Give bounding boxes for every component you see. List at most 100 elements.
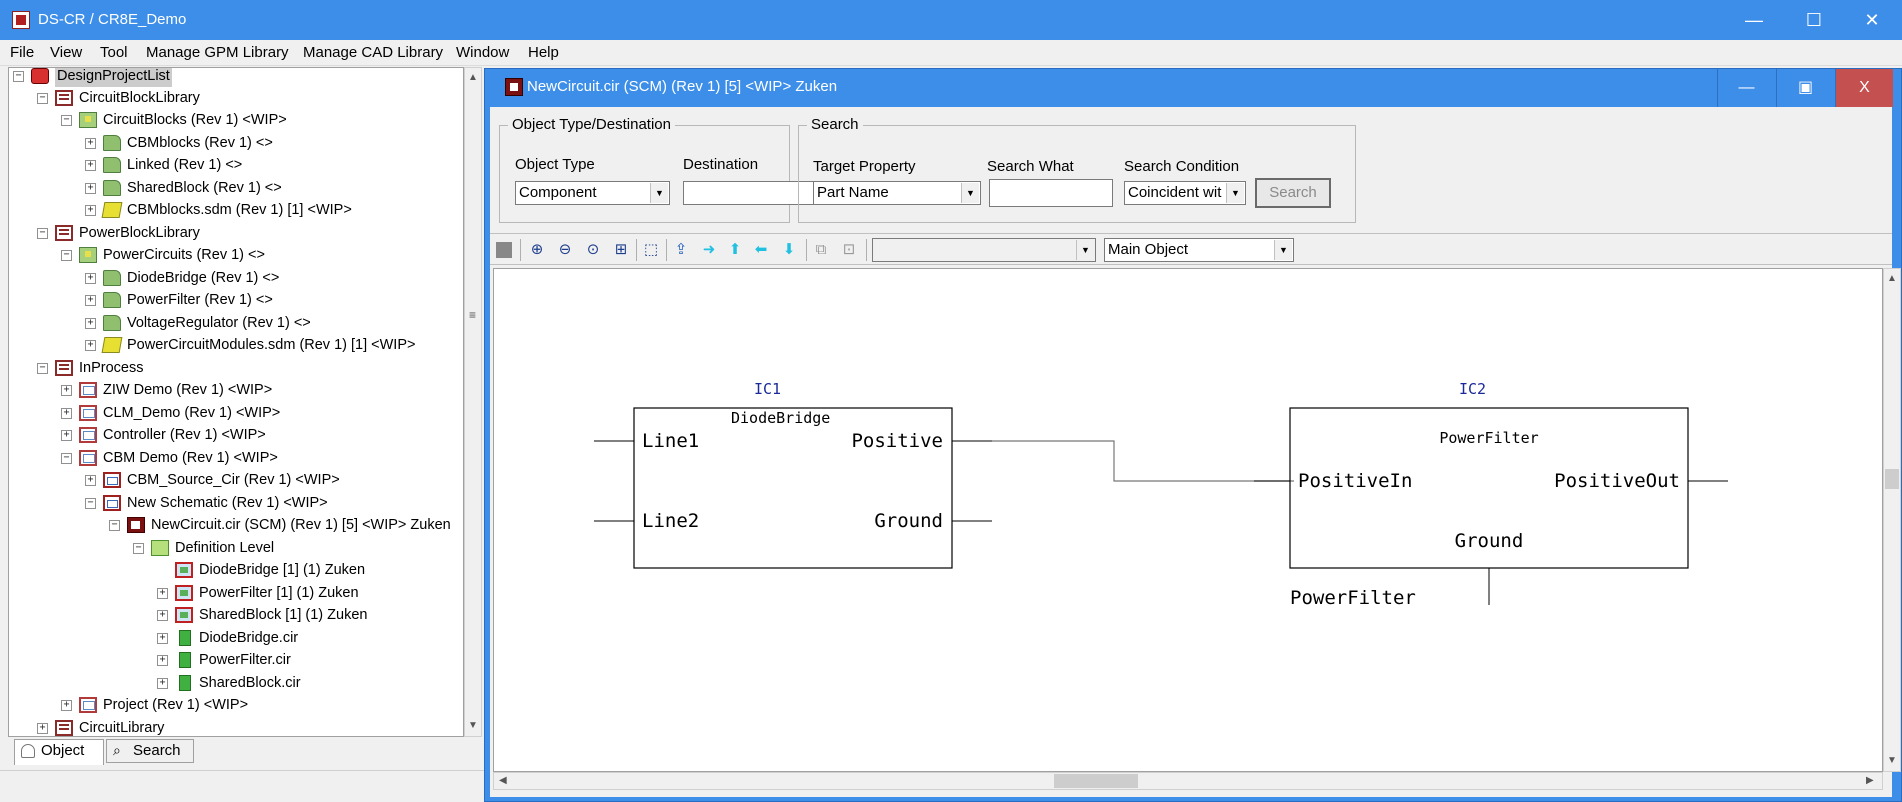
scroll-down-icon[interactable]: ▼ [468,720,478,731]
expand-icon[interactable]: + [85,295,96,306]
expand-icon[interactable]: + [157,588,168,599]
chevron-down-icon[interactable]: ▼ [650,183,668,203]
ic1-body[interactable] [633,407,953,569]
tree-item-label: CircuitLibrary [79,720,165,736]
scroll-up-icon[interactable]: ▲ [1887,273,1897,284]
layer-select[interactable]: ▼ [872,238,1096,262]
zoom-out-icon[interactable]: ⊖ [558,241,572,258]
chevron-down-icon[interactable]: ▼ [1076,240,1094,260]
scm-icon [505,78,523,96]
minimize-button[interactable]: — [1745,10,1763,30]
menu-view[interactable]: View [50,44,83,61]
expand-icon[interactable]: + [85,475,96,486]
folder-icon [103,292,121,308]
collapse-icon[interactable]: − [37,363,48,374]
maximize-button[interactable]: ☐ [1805,10,1823,30]
ic1-pin-label: Positive [851,430,943,452]
edit-icon[interactable] [496,242,512,258]
expand-icon[interactable]: + [85,318,96,329]
library-icon [55,225,73,241]
tree-item-label: Controller (Rev 1) <WIP> [103,427,266,443]
child-minimize-button[interactable]: — [1717,69,1775,107]
scroll-right-icon[interactable]: ▶ [1866,775,1874,786]
expand-icon[interactable]: + [157,610,168,621]
folder-green-icon [79,247,97,263]
window-title: DS-CR / CR8E_Demo [38,11,187,28]
canvas-vertical-scrollbar[interactable]: ▲ ▼ [1883,268,1901,772]
child-close-button[interactable]: X [1835,69,1893,107]
canvas-horizontal-scrollbar[interactable]: ◀ ▶ [493,772,1883,790]
collapse-icon[interactable]: − [37,228,48,239]
project-tree[interactable]: − DesignProjectList − CircuitBlockLibrar… [8,67,464,737]
target-property-select[interactable]: Part Name ▼ [813,181,981,205]
collapse-icon[interactable]: − [85,498,96,509]
expand-icon[interactable]: + [61,408,72,419]
expand-icon[interactable]: + [61,385,72,396]
collapse-icon[interactable]: − [61,115,72,126]
fit-view-icon[interactable]: ⊞ [614,241,628,258]
expand-icon[interactable]: + [85,138,96,149]
scroll-up-icon[interactable]: ▲ [468,72,478,83]
frame-icon[interactable]: ⊡ [842,241,856,258]
expand-icon[interactable]: + [61,430,72,441]
expand-icon[interactable]: + [85,160,96,171]
object-scope-select[interactable]: Main Object ▼ [1104,238,1294,262]
search-what-input[interactable] [989,179,1113,207]
menu-help[interactable]: Help [528,44,559,61]
menu-manage-gpm-library[interactable]: Manage GPM Library [146,44,289,61]
tab-search[interactable]: ⌕ Search [106,739,194,763]
expand-icon[interactable]: + [157,633,168,644]
chevron-down-icon[interactable]: ▼ [1274,240,1292,260]
collapse-icon[interactable]: − [133,543,144,554]
tree-item-label: VoltageRegulator (Rev 1) <> [127,315,311,331]
scroll-thumb[interactable] [1885,469,1899,489]
child-maximize-button[interactable]: ▣ [1776,69,1834,107]
expand-icon[interactable]: + [85,273,96,284]
arrow-down-icon[interactable]: ⬇ [782,241,796,258]
collapse-icon[interactable]: − [61,453,72,464]
select-area-icon[interactable]: ⬚ [643,241,659,258]
expand-icon[interactable]: + [157,678,168,689]
chevron-down-icon[interactable]: ▼ [1226,183,1244,203]
tree-item-label: CBMblocks (Rev 1) <> [127,135,273,151]
expand-icon[interactable]: + [85,183,96,194]
ic1-reference[interactable]: IC1 [754,380,781,398]
close-button[interactable]: ✕ [1864,10,1880,30]
collapse-icon[interactable]: − [61,250,72,261]
schematic-canvas[interactable]: IC1 DiodeBridge Line1 Line2 Positive Gro… [493,268,1883,772]
search-button[interactable]: Search [1255,178,1331,208]
collapse-icon[interactable]: − [109,520,120,531]
scroll-down-icon[interactable]: ▼ [1887,755,1897,766]
collapse-icon[interactable]: − [37,93,48,104]
splitter-grip-icon[interactable]: ≡ [469,308,477,322]
arrow-right-icon[interactable]: ➜ [702,241,716,258]
scroll-left-icon[interactable]: ◀ [499,775,507,786]
arrow-left-icon[interactable]: ⬅ [754,241,768,258]
tree-scrollbar[interactable]: ▲ ≡ ▼ [464,67,482,737]
expand-icon[interactable]: + [61,700,72,711]
collapse-icon[interactable]: − [13,71,24,82]
net-wire[interactable] [992,440,1294,482]
ic2-reference[interactable]: IC2 [1459,380,1486,398]
object-type-select[interactable]: Component ▼ [515,181,670,205]
menu-tool[interactable]: Tool [100,44,128,61]
menu-window[interactable]: Window [456,44,510,61]
search-condition-select[interactable]: Coincident wit ▼ [1124,181,1246,205]
zoom-area-icon[interactable]: ⊙ [586,241,600,258]
expand-icon[interactable]: + [37,723,48,734]
project-icon [79,697,97,713]
menu-manage-cad-library[interactable]: Manage CAD Library [303,44,444,61]
menu-file[interactable]: File [10,44,35,61]
copy-icon[interactable]: ⧉ [815,241,827,258]
object-type-value: Component [519,184,597,201]
expand-icon[interactable]: + [85,340,96,351]
scroll-thumb[interactable] [1054,774,1138,788]
up-level-icon[interactable]: ⇪ [674,241,688,258]
tree-item-label: NewCircuit.cir (SCM) (Rev 1) [5] <WIP> Z… [151,517,451,533]
expand-icon[interactable]: + [85,205,96,216]
tab-object[interactable]: Object [14,739,104,765]
zoom-in-icon[interactable]: ⊕ [530,241,544,258]
arrow-up-icon[interactable]: ⬆ [728,241,742,258]
expand-icon[interactable]: + [157,655,168,666]
chevron-down-icon[interactable]: ▼ [961,183,979,203]
